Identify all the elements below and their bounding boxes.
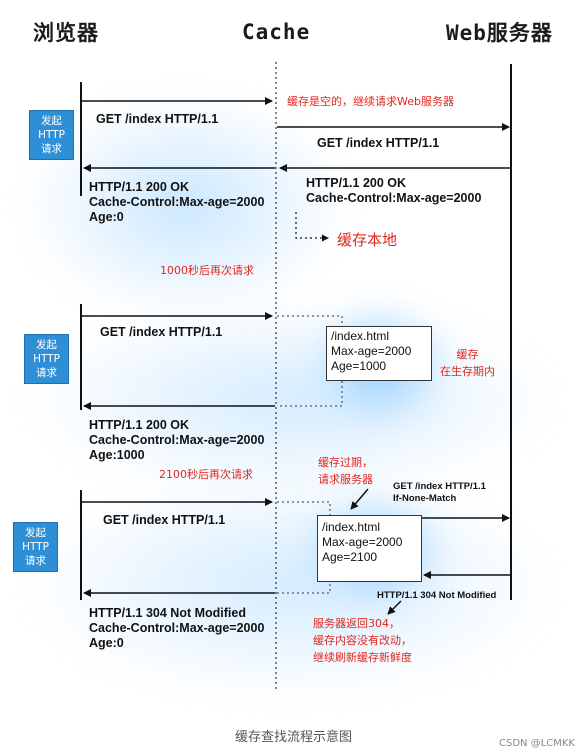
cache-entry-line: /index.html (322, 520, 381, 534)
request-line: GET /index HTTP/1.1 (393, 481, 486, 492)
note-line: 缓存 (456, 348, 479, 361)
r3-browser-response: HTTP/1.1 304 Not Modified Cache-Control:… (89, 606, 264, 651)
note-line: 缓存内容没有改动， (313, 634, 412, 647)
r3-server-request: GET /index HTTP/1.1 If-None-Match (393, 481, 486, 505)
response-line: Cache-Control:Max-age=2000 (89, 621, 265, 635)
r1-server-request: GET /index HTTP/1.1 (317, 136, 440, 150)
arrow-expired-pointer (350, 488, 369, 510)
cache-entry-line: Age=2100 (322, 550, 378, 564)
watermark: CSDN @LCMKK (499, 738, 575, 749)
badge-line: HTTP (38, 129, 65, 141)
badge-line: 请求 (36, 367, 57, 379)
note-line: 请求服务器 (318, 473, 373, 486)
note-line: 服务器返回304， (313, 617, 400, 630)
request-badge-2: 发起 HTTP 请求 (24, 334, 69, 384)
note-line: 缓存过期， (318, 456, 373, 469)
r3-server-note: 服务器返回304， 缓存内容没有改动， 继续刷新缓存新鲜度 (313, 615, 412, 666)
badge-line: 请求 (41, 143, 62, 155)
r2-browser-request: GET /index HTTP/1.1 (100, 325, 223, 339)
response-line: Age:0 (89, 210, 124, 224)
response-line: Cache-Control:Max-age=2000 (306, 191, 482, 205)
r2-cache-valid-note: 缓存 在生存期内 (440, 346, 495, 380)
response-line: HTTP/1.1 304 Not Modified (89, 606, 246, 620)
r2-browser-response: HTTP/1.1 200 OK Cache-Control:Max-age=20… (89, 418, 264, 463)
badge-line: 请求 (25, 555, 46, 567)
background-glow (20, 90, 350, 320)
cache-entry-line: Age=1000 (331, 359, 387, 373)
r3-cache-entry-box: /index.html Max-age=2000 Age=2100 (317, 515, 422, 582)
browser-header: 浏览器 (33, 21, 99, 45)
r2-cache-entry-box: /index.html Max-age=2000 Age=1000 (326, 326, 432, 381)
response-line: HTTP/1.1 200 OK (89, 418, 190, 432)
arrow-store-local (295, 212, 329, 242)
response-line: HTTP/1.1 200 OK (306, 176, 407, 190)
note-line: 在生存期内 (440, 365, 495, 378)
r3-delay-note: 2100秒后再次请求 (159, 468, 253, 481)
figure-caption: 缓存查找流程示意图 (234, 730, 352, 745)
note-line: 继续刷新缓存新鲜度 (313, 651, 412, 664)
r2-delay-note: 1000秒后再次请求 (160, 264, 254, 277)
request-badge-3: 发起 HTTP 请求 (13, 522, 58, 572)
cache-entry-line: /index.html (331, 329, 390, 343)
response-line: Cache-Control:Max-age=2000 (89, 433, 265, 447)
response-line: Age:1000 (89, 448, 145, 462)
r1-server-response: HTTP/1.1 200 OK Cache-Control:Max-age=20… (306, 176, 481, 206)
r1-store-local-note: 缓存本地 (337, 231, 398, 249)
cache-lookup-r3 (277, 501, 331, 594)
badge-line: HTTP (33, 353, 60, 365)
background-glow (20, 300, 560, 500)
request-line: If-None-Match (393, 493, 457, 504)
r1-cache-empty-note: 缓存是空的，继续请求Web服务器 (287, 95, 454, 108)
server-header: Web服务器 (446, 21, 553, 45)
background-glow (20, 470, 560, 700)
cache-entry-line: Max-age=2000 (331, 344, 412, 358)
badge-line: 发起 (41, 115, 62, 127)
r1-browser-response: HTTP/1.1 200 OK Cache-Control:Max-age=20… (89, 180, 264, 225)
badge-line: 发起 (36, 339, 57, 351)
cache-header: Cache (242, 20, 311, 44)
r3-expired-note: 缓存过期， 请求服务器 (318, 454, 373, 488)
cache-entry-line: Max-age=2000 (322, 535, 403, 549)
arrow-304-note-pointer (387, 600, 402, 615)
response-line: Cache-Control:Max-age=2000 (89, 195, 265, 209)
r3-browser-request: GET /index HTTP/1.1 (103, 513, 226, 527)
request-badge-1: 发起 HTTP 请求 (29, 110, 74, 160)
badge-line: HTTP (22, 541, 49, 553)
response-line: HTTP/1.1 200 OK (89, 180, 190, 194)
r3-server-response: HTTP/1.1 304 Not Modified (377, 590, 497, 601)
r1-browser-request: GET /index HTTP/1.1 (96, 112, 219, 126)
badge-line: 发起 (25, 527, 46, 539)
response-line: Age:0 (89, 636, 124, 650)
